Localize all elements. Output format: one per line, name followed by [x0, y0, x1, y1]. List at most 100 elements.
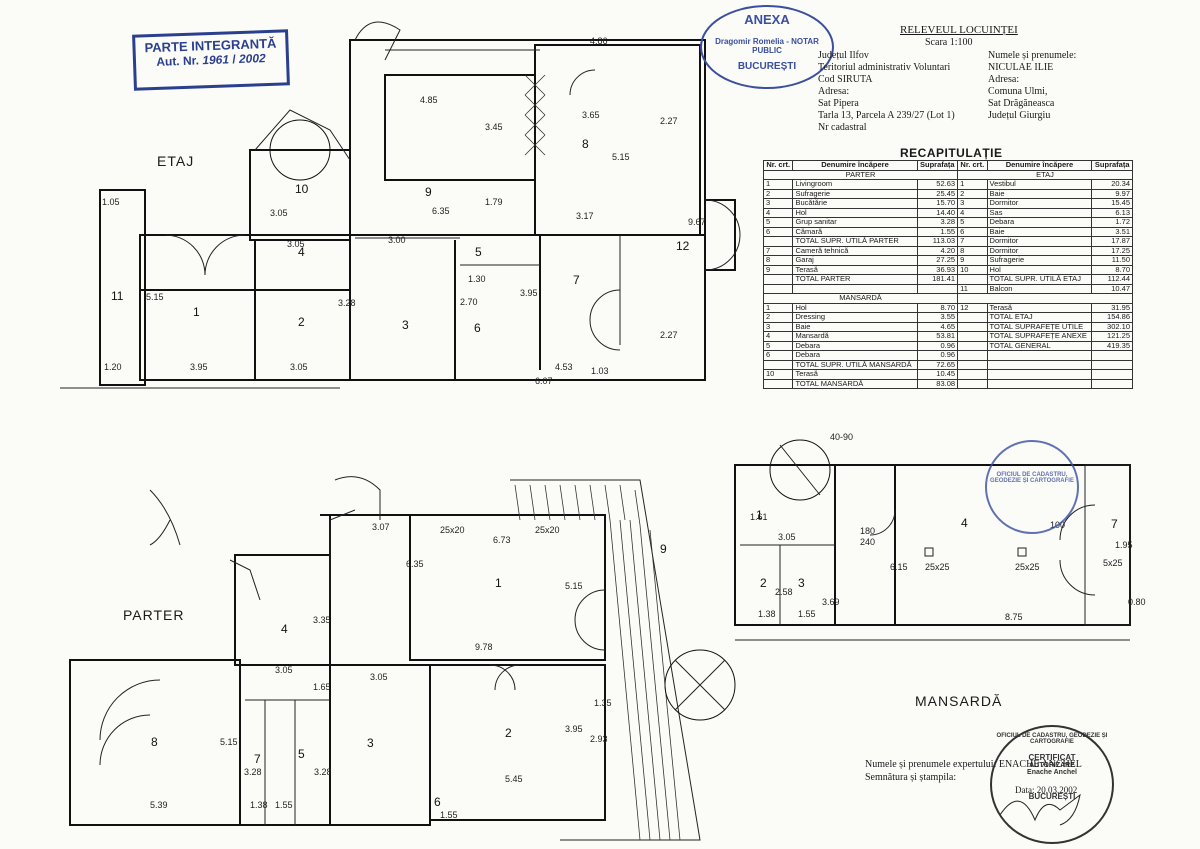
recap-cell [957, 350, 988, 361]
svg-text:1.05: 1.05 [102, 197, 120, 207]
room-label: 9 [425, 185, 432, 199]
recap-cell: 7 [762, 245, 794, 256]
room-label: 4 [281, 622, 288, 636]
recap-cell: Hol [986, 264, 1093, 275]
recap-cell: TOTAL SUPR. UTILĂ MANSARDĂ [792, 359, 918, 370]
svg-text:1.61: 1.61 [750, 512, 768, 522]
svg-text:1.55: 1.55 [275, 800, 293, 810]
recap-cell: Garaj [792, 255, 918, 266]
svg-text:1.30: 1.30 [468, 274, 486, 284]
recap-cell [957, 274, 988, 285]
recap-cell: 3.55 [916, 312, 959, 323]
room-label: 2 [505, 726, 512, 740]
svg-text:40-90: 40-90 [830, 432, 853, 442]
recap-cell: Terasă [792, 264, 918, 275]
svg-text:2.70: 2.70 [460, 297, 478, 307]
svg-text:3.05: 3.05 [275, 665, 293, 675]
room-label: 3 [798, 576, 805, 590]
recap-cell [1091, 350, 1133, 361]
svg-text:3.28: 3.28 [244, 767, 262, 777]
recap-cell: 20.34 [1091, 179, 1133, 190]
recap-cell: 52.63 [916, 179, 959, 190]
svg-text:1.65: 1.65 [313, 682, 331, 692]
svg-text:9.67: 9.67 [688, 217, 706, 227]
notar-name: Dragomir Romelia - NOTAR PUBLIC [715, 37, 819, 55]
svg-text:0.80: 0.80 [1128, 597, 1146, 607]
recap-cell: 6 [762, 226, 794, 237]
room-label: 4 [298, 245, 305, 259]
svg-text:4.86: 4.86 [590, 36, 608, 46]
recap-cell: 10.45 [916, 369, 959, 380]
recap-cell: 10.47 [1091, 283, 1133, 294]
recap-cell: 11.50 [1091, 255, 1133, 266]
anexa-text: ANEXA [744, 12, 790, 27]
recap-cell: 2 [762, 188, 794, 199]
expert-date: Data: 20.03.2002 [1015, 785, 1078, 795]
recap-cell: 17.25 [1091, 245, 1133, 256]
certificat-stamp: OFICIUL DE CADASTRU, GEODEZIE ȘI CARTOGR… [990, 725, 1114, 844]
svg-text:3.05: 3.05 [270, 208, 288, 218]
svg-text:1.20: 1.20 [104, 362, 122, 372]
recap-cell: 0.96 [916, 350, 959, 361]
recap-cell: Debara [986, 217, 1093, 228]
recap-cell: 4 [762, 207, 794, 218]
recap-cell [762, 283, 794, 294]
svg-text:6.35: 6.35 [406, 559, 424, 569]
svg-text:25x20: 25x20 [535, 525, 560, 535]
svg-text:3.05: 3.05 [287, 239, 305, 249]
svg-text:1.35: 1.35 [594, 698, 612, 708]
svg-text:5.15: 5.15 [146, 292, 164, 302]
recap-cell: 3 [957, 198, 988, 209]
recap-cell [762, 236, 794, 247]
svg-text:180: 180 [860, 526, 875, 536]
room-label: 7 [1111, 517, 1118, 531]
recap-cell: TOTAL SUPR. UTILĂ ETAJ [986, 274, 1093, 285]
svg-text:1.95: 1.95 [1115, 540, 1133, 550]
recap-cell: Hol [792, 302, 918, 313]
recap-cell: 14.40 [916, 207, 959, 218]
recap-cell: 72.65 [916, 359, 959, 370]
recap-cell: Hol [792, 207, 918, 218]
recap-cell: Dormitor [986, 236, 1093, 247]
room-label: 3 [367, 736, 374, 750]
recap-cell [762, 378, 794, 389]
recap-cell: Sas [986, 207, 1093, 218]
recap-cell: 12 [957, 302, 988, 313]
recap-cell: 8.70 [916, 302, 959, 313]
recap-cell: 4 [762, 331, 794, 342]
room-label: 11 [111, 289, 124, 303]
room-label: 5 [298, 747, 305, 761]
svg-text:3.05: 3.05 [778, 532, 796, 542]
recap-cell: Debara [792, 340, 918, 351]
recap-cell: TOTAL MANSARDĂ [792, 378, 918, 389]
recap-cell: 3 [762, 321, 794, 332]
parter-label: PARTER [123, 607, 185, 623]
svg-text:6.73: 6.73 [493, 535, 511, 545]
room-label: 4 [961, 516, 968, 530]
recap-cell: 1 [762, 179, 794, 190]
recap-cell: 4 [957, 207, 988, 218]
recap-cell: 112.44 [1091, 274, 1133, 285]
recap-cell: 5 [957, 217, 988, 228]
svg-text:9.78: 9.78 [475, 642, 493, 652]
recap-cell: Dressing [792, 312, 918, 323]
recap-cell: 31.95 [1091, 302, 1133, 313]
svg-text:1.38: 1.38 [758, 609, 776, 619]
recap-cell: Baie [986, 188, 1093, 199]
header-left: Județul Ilfov Teritoriul administrativ V… [818, 50, 955, 133]
recap-cell: 1.55 [916, 226, 959, 237]
svg-text:3.05: 3.05 [290, 362, 308, 372]
recap-cell: 2 [957, 188, 988, 199]
recap-title: RECAPITULAȚIE [900, 146, 1003, 160]
recap-cell: 36.93 [916, 264, 959, 275]
recap-cell: Sufragerie [792, 188, 918, 199]
svg-text:1.55: 1.55 [798, 609, 816, 619]
svg-text:2.93: 2.93 [590, 734, 608, 744]
